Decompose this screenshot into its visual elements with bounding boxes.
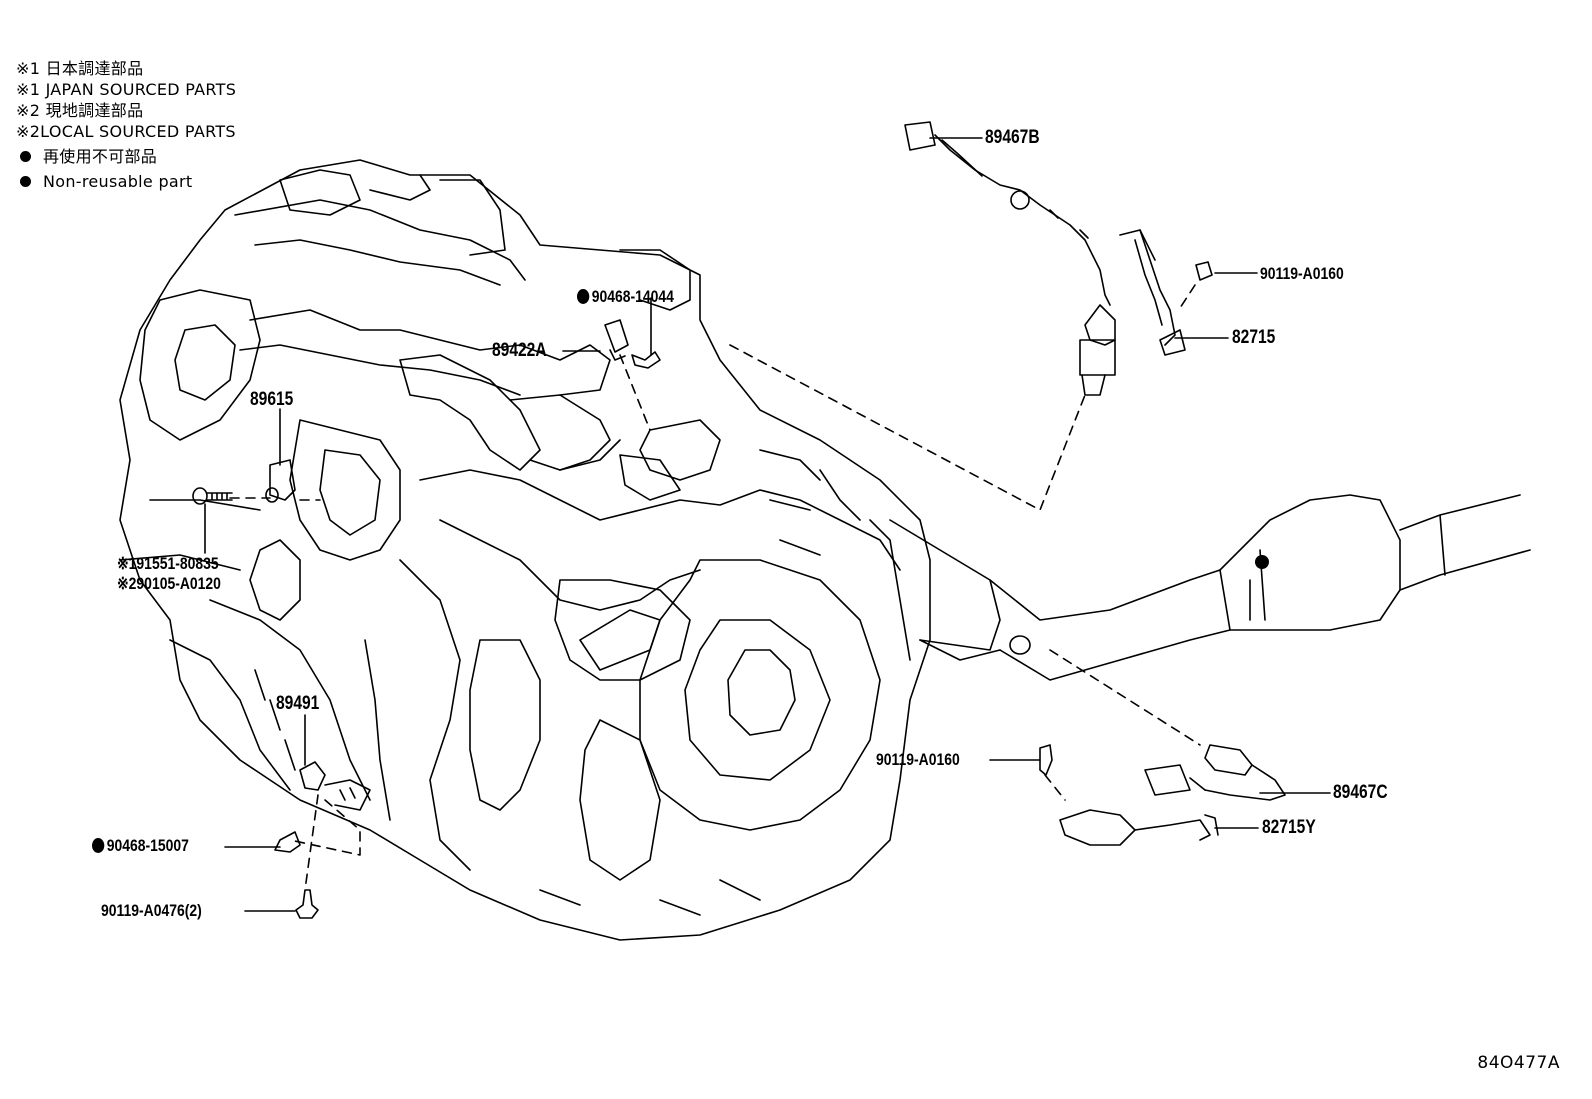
non-reusable-dot-icon bbox=[577, 289, 590, 304]
engine-assembly bbox=[119, 159, 931, 941]
part-label-89615[interactable]: 89615 bbox=[250, 389, 294, 410]
legend-local-sourced-jp: ※2 現地調達部品 bbox=[16, 101, 144, 120]
clip-90468-15007 bbox=[274, 831, 301, 853]
part-label-90119-a0160-top[interactable]: 90119-A0160 bbox=[1260, 264, 1344, 283]
part-label-89422a[interactable]: 89422A bbox=[492, 340, 547, 361]
part-label-90468-14044[interactable]: 90468-14044 bbox=[577, 287, 674, 307]
illustration-code: 84O477A bbox=[1477, 1053, 1560, 1073]
bolt-90119-a0476 bbox=[295, 889, 319, 919]
part-label-90119-a0160-bottom[interactable]: 90119-A0160 bbox=[876, 750, 960, 769]
part-label-89467b[interactable]: 89467B bbox=[985, 127, 1040, 148]
legend-non-reusable-jp: 再使用不可部品 bbox=[16, 146, 236, 167]
legend-japan-sourced-en: ※1 JAPAN SOURCED PARTS bbox=[16, 80, 237, 99]
legend-non-reusable-en: Non-reusable part bbox=[16, 171, 236, 192]
exhaust-pipe bbox=[889, 494, 1531, 681]
part-label-90105-a0120[interactable]: ※290105-A0120 bbox=[117, 574, 221, 593]
knock-sensor-89615 bbox=[265, 459, 296, 503]
dashed-assembly-lines bbox=[229, 284, 1201, 891]
part-label-90468-15007[interactable]: 90468-15007 bbox=[92, 836, 189, 856]
part-label-82715y[interactable]: 82715Y bbox=[1262, 817, 1316, 838]
part-label-89491[interactable]: 89491 bbox=[276, 693, 320, 714]
part-label-89467c[interactable]: 89467C bbox=[1333, 782, 1388, 803]
legend-local-sourced-en: ※2LOCAL SOURCED PARTS bbox=[16, 122, 236, 141]
bolt-91551-80835 bbox=[192, 487, 233, 505]
legend: ※1 日本調達部品 ※1 JAPAN SOURCED PARTS ※2 現地調達… bbox=[16, 58, 236, 192]
bracket-82715y bbox=[1059, 809, 1219, 846]
bullet-icon bbox=[20, 176, 31, 187]
sensor-89422a bbox=[604, 319, 629, 361]
oxygen-sensor-89467b bbox=[904, 121, 1116, 396]
non-reusable-dot-icon bbox=[92, 838, 105, 853]
part-label-82715[interactable]: 82715 bbox=[1232, 327, 1276, 348]
bracket-82715 bbox=[1119, 229, 1186, 356]
leader-lines bbox=[204, 137, 1331, 912]
clip-90468-14044 bbox=[631, 351, 661, 369]
bolt-90119-a0160-bottom bbox=[1039, 744, 1053, 776]
bullet-icon bbox=[20, 151, 31, 162]
sensor-89491 bbox=[299, 761, 371, 811]
oxygen-sensor-89467c bbox=[1144, 744, 1286, 801]
part-label-91551-80835[interactable]: ※191551-80835 bbox=[117, 554, 219, 573]
bolt-90119-a0160-top bbox=[1195, 261, 1213, 281]
part-label-90119-a0476[interactable]: 90119-A0476(2) bbox=[101, 901, 202, 920]
legend-japan-sourced-jp: ※1 日本調達部品 bbox=[16, 59, 144, 78]
converter-marker-dot bbox=[1255, 555, 1269, 569]
